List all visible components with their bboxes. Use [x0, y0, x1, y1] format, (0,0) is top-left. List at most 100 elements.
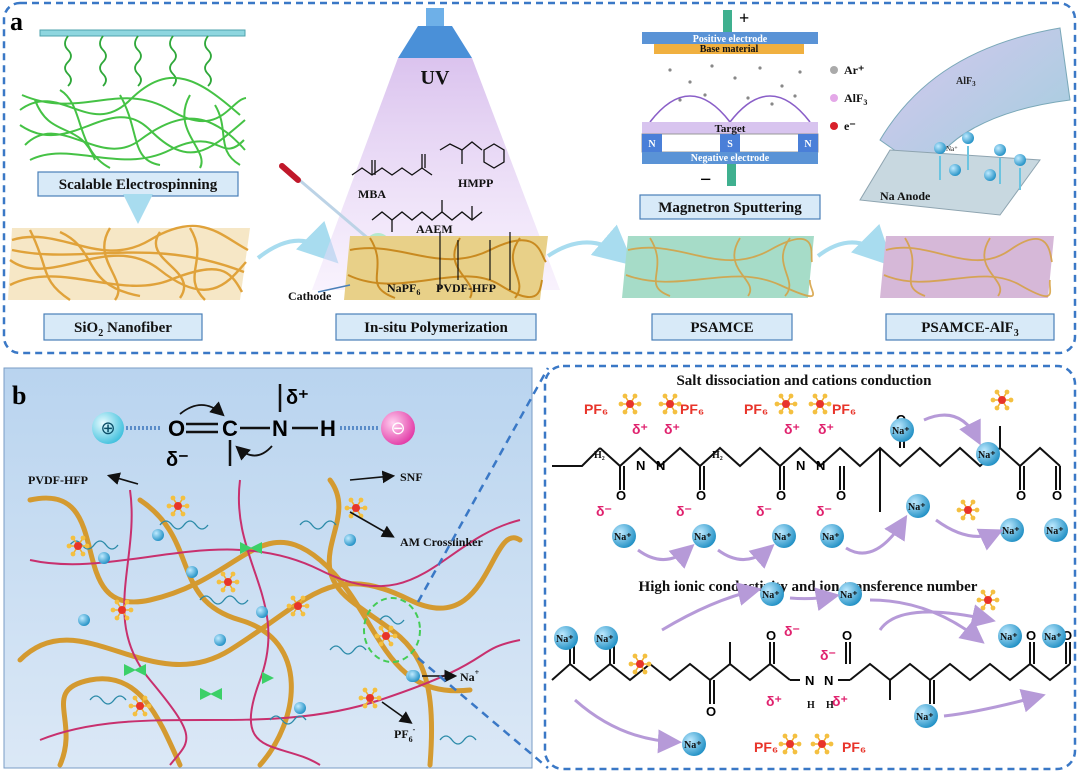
delta-plus-n: δ⁺ — [286, 387, 309, 409]
napf6-label: NaPF6 — [387, 281, 420, 297]
top-na-8: Na⁺ — [1002, 526, 1020, 537]
top-n4: N — [816, 458, 825, 473]
pvdf-pointer — [106, 472, 139, 485]
sputter-title-box — [639, 194, 821, 220]
uv-lamp — [312, 8, 560, 290]
target-label: Target — [715, 123, 746, 135]
top-na-5: Na⁺ — [892, 426, 910, 437]
top-o4: O — [836, 488, 846, 503]
electron-shift-arrow-1 — [179, 401, 225, 417]
bot-n1: N — [805, 673, 814, 688]
polymer-network — [17, 477, 523, 768]
step-insitu-label: In-situ Polymerization — [364, 320, 508, 336]
bottom-hop-arrows — [574, 582, 1046, 754]
c-h2-2: H₂ — [712, 450, 723, 461]
electron-shift-arrow-2 — [235, 445, 273, 461]
pf6-pointer — [381, 701, 413, 724]
bot-dminus-1: δ⁻ — [784, 623, 800, 639]
sputter-plus: + — [739, 8, 749, 28]
top-o6: O — [1016, 488, 1026, 503]
bot-h2: H — [826, 700, 834, 711]
zoom-line-top — [416, 367, 550, 603]
magnetron-diagram — [641, 10, 819, 186]
top-hop-arrows — [637, 413, 1004, 569]
bottom-na-ions — [554, 582, 1066, 756]
step-sio2-label: SiO2 Nanofiber — [74, 320, 172, 339]
step-psamce-alf3-box — [885, 313, 1055, 341]
dipole-h: H — [320, 416, 336, 441]
zoom-line-bottom — [417, 657, 549, 769]
top-dminus-1: δ⁻ — [596, 503, 612, 519]
bot-o3: O — [766, 628, 776, 643]
anode-alf3: AlF3 — [956, 76, 976, 88]
snf-label: SNF — [400, 470, 423, 484]
bottom-polymer-chain — [551, 642, 1071, 704]
monomer-structures — [351, 141, 505, 232]
na-anode-label: Na Anode — [880, 189, 931, 203]
snf-pointer — [349, 470, 396, 484]
pvdf-label: PVDF-HFP — [28, 473, 88, 487]
legend-alf3: AlF3 — [844, 91, 867, 107]
bot-o8: O — [1062, 628, 1072, 643]
na-label: Na+ — [460, 668, 480, 684]
top-n2: N — [656, 458, 665, 473]
mba-label: MBA — [358, 187, 386, 201]
panel-c-title-bottom: High ionic conductivity and ion transfer… — [639, 579, 978, 595]
top-dplus-3: δ⁺ — [784, 421, 800, 437]
bot-na-1: Na⁺ — [556, 634, 574, 645]
sputter-title: Magnetron Sputtering — [658, 200, 802, 216]
top-dminus-4: δ⁻ — [816, 503, 832, 519]
bot-dplus-1: δ⁺ — [766, 693, 782, 709]
panel-b-letter: b — [12, 381, 26, 410]
pvdf-label: PVDF-HFP — [436, 281, 496, 295]
dipole-n: N — [272, 416, 288, 441]
step-electrospinning-box — [37, 171, 239, 197]
flow-arrow-3 — [816, 224, 894, 267]
panel-b-bg — [3, 367, 533, 769]
top-o7: O — [1052, 488, 1062, 503]
na-anode-illustration — [859, 27, 1071, 216]
sputter-minus: − — [700, 169, 711, 191]
legend-electron: e⁻ — [844, 119, 856, 133]
panel-c-border — [543, 364, 1077, 771]
top-polymer-chain — [552, 426, 1061, 512]
bot-na-4: Na⁺ — [840, 590, 858, 601]
legend-alf3-dot — [830, 94, 838, 102]
top-pf6-4: PF₆ — [832, 401, 856, 417]
panel-a-letter: a — [10, 7, 23, 36]
step-psamce-label: PSAMCE — [690, 320, 753, 336]
bot-na-6: Na⁺ — [916, 712, 934, 723]
anode-na-ion: Na⁺ — [946, 145, 958, 153]
magnet-n-left: N — [648, 139, 656, 150]
bot-pf6-1: PF₆ — [754, 739, 778, 755]
bot-pf6-2: PF₆ — [842, 739, 866, 755]
panel-c-title-top: Salt dissociation and cations conduction — [676, 373, 932, 389]
dipole-c: C — [222, 416, 238, 441]
psamce-alf3-mat — [880, 236, 1054, 298]
bot-na-8: Na⁺ — [1044, 632, 1062, 643]
legend-ar-dot — [830, 66, 838, 74]
top-dminus-3: δ⁻ — [756, 503, 772, 519]
bot-dplus-2: δ⁺ — [832, 693, 848, 709]
top-pf6-2: PF₆ — [680, 401, 704, 417]
bot-o7: O — [1026, 628, 1036, 643]
cathode-pointer — [317, 284, 351, 293]
cathode-mat — [344, 232, 548, 300]
base-material-label: Base material — [700, 44, 759, 55]
legend-e-dot — [830, 122, 838, 130]
delta-minus-o: δ⁻ — [166, 449, 189, 471]
uv-label: UV — [421, 67, 450, 89]
negative-electrode-label: Negative electrode — [691, 153, 770, 164]
top-dplus-2: δ⁺ — [664, 421, 680, 437]
step-psamce-alf3-label: PSAMCE-AlF3 — [921, 320, 1019, 339]
flow-arrow-1 — [256, 221, 339, 264]
top-pf6-3: PF₆ — [744, 401, 768, 417]
top-o2: O — [696, 488, 706, 503]
dipole-o: O — [168, 416, 185, 441]
cation-sphere — [92, 412, 124, 444]
top-na-7: Na⁺ — [908, 502, 926, 513]
aaem-label: AAEM — [416, 222, 453, 236]
am-label: AM Crosslinker — [400, 535, 483, 549]
top-o3: O — [776, 488, 786, 503]
plus-symbol: ⊕ — [100, 418, 115, 438]
